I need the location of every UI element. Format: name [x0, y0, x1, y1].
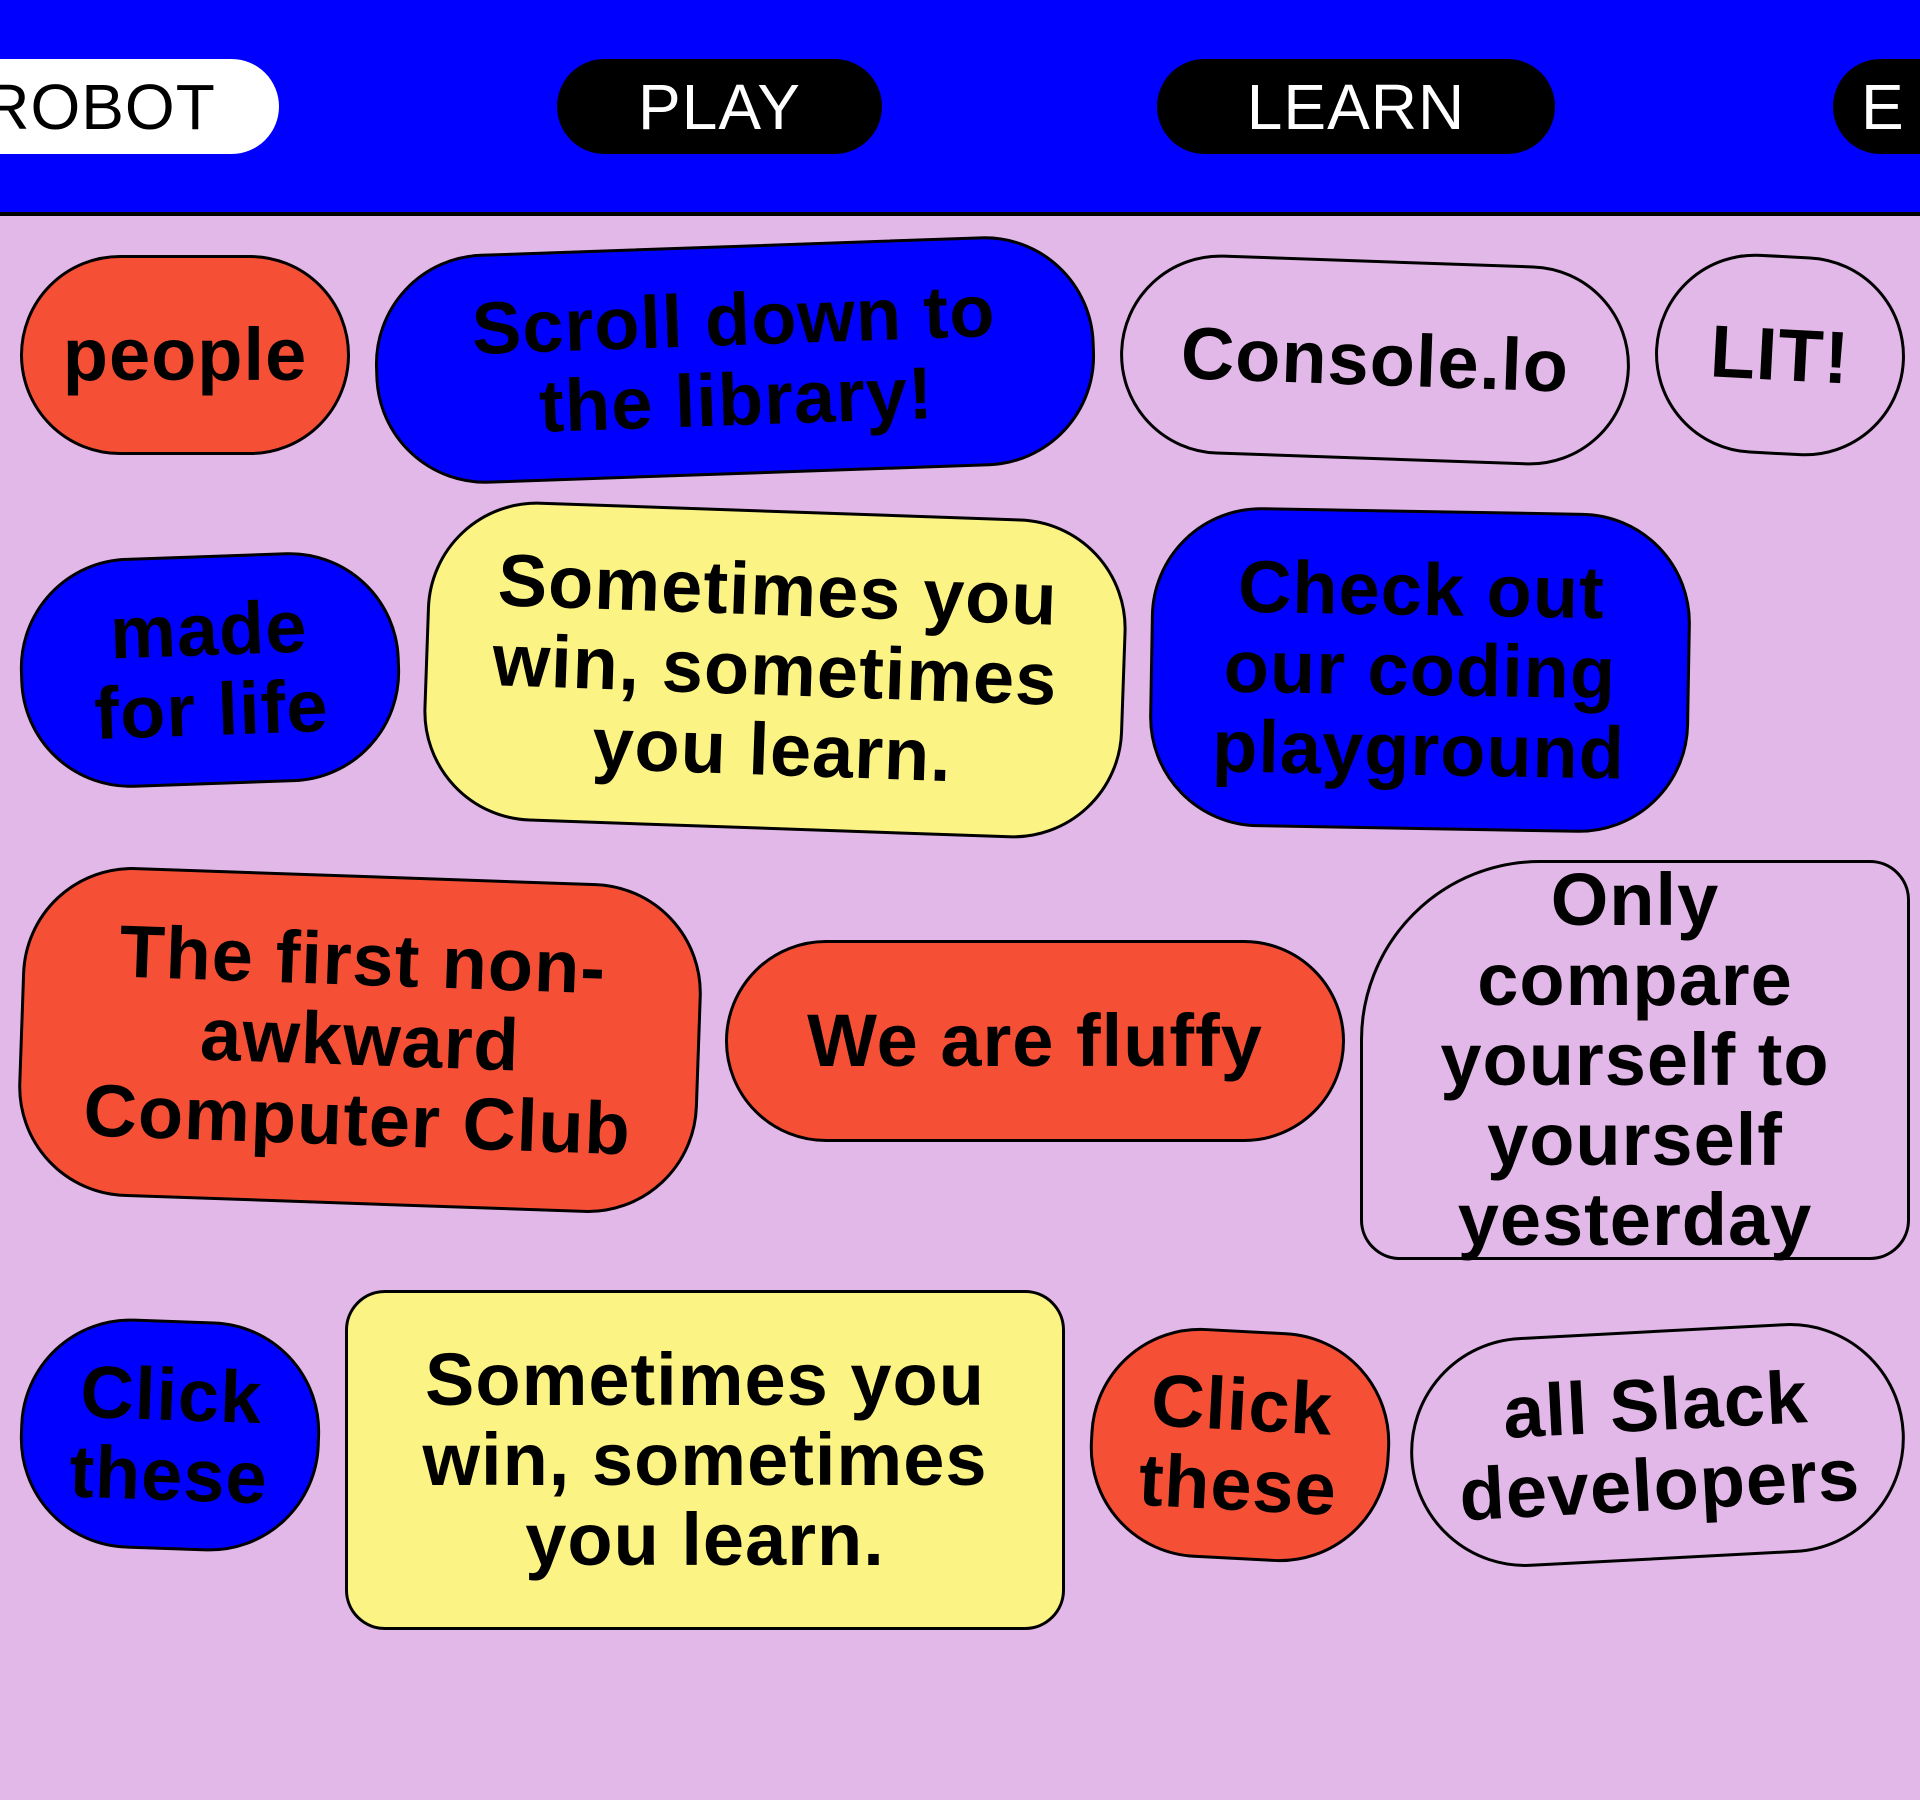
nav-item-play[interactable]: PLAY: [557, 59, 882, 154]
card-text: Scroll down to the library!: [470, 269, 997, 448]
card-text: The first non- awkward Computer Club: [82, 909, 633, 1171]
card-text: people: [62, 313, 308, 397]
card-text: all Slack developers: [1457, 1355, 1862, 1537]
nav-item-partial[interactable]: E: [1833, 59, 1920, 154]
card-people[interactable]: people: [20, 255, 350, 455]
card-fluffy[interactable]: We are fluffy: [725, 940, 1345, 1142]
card-text: Click these: [68, 1349, 270, 1520]
card-console[interactable]: Console.lo: [1116, 251, 1634, 469]
card-friends[interactable]: made for life: [16, 548, 404, 792]
nav-label: LEARN: [1246, 70, 1466, 143]
card-scroll-library[interactable]: Scroll down to the library!: [371, 232, 1099, 488]
card-text: We are fluffy: [807, 999, 1263, 1083]
nav-label: PLAY: [638, 70, 801, 143]
nav-item-robot[interactable]: ROBOT: [0, 59, 279, 154]
card-text: Sometimes you win, sometimes you learn.: [491, 538, 1060, 798]
card-text: Only compare yourself to yourself yester…: [1440, 858, 1830, 1261]
card-check-playground[interactable]: Check out our coding playground: [1147, 505, 1693, 835]
card-slack[interactable]: all Slack developers: [1404, 1317, 1911, 1573]
card-text: made for life: [92, 584, 330, 756]
card-text: LIT!: [1708, 309, 1852, 400]
card-text: Console.lo: [1179, 311, 1571, 408]
top-nav-bar: ROBOT PLAY LEARN E: [0, 0, 1920, 216]
card-click-front[interactable]: Click these: [1084, 1322, 1396, 1568]
card-only-compare[interactable]: Only compare yourself to yourself yester…: [1360, 860, 1910, 1260]
card-sometimes-back[interactable]: Sometimes you win, sometimes you learn.: [419, 497, 1131, 843]
nav-label: ROBOT: [0, 70, 216, 143]
card-text: Sometimes you win, sometimes you learn.: [422, 1338, 988, 1581]
nav-item-learn[interactable]: LEARN: [1157, 59, 1555, 154]
nav-label: E: [1861, 70, 1905, 143]
card-click-back[interactable]: Click these: [16, 1314, 324, 1556]
card-lit[interactable]: LIT!: [1649, 248, 1911, 462]
card-computer-club[interactable]: The first non- awkward Computer Club: [14, 863, 706, 1217]
card-text: Click these: [1136, 1358, 1340, 1532]
card-text: Check out our coding playground: [1211, 544, 1626, 795]
card-sometimes-front[interactable]: Sometimes you win, sometimes you learn.: [345, 1290, 1065, 1630]
